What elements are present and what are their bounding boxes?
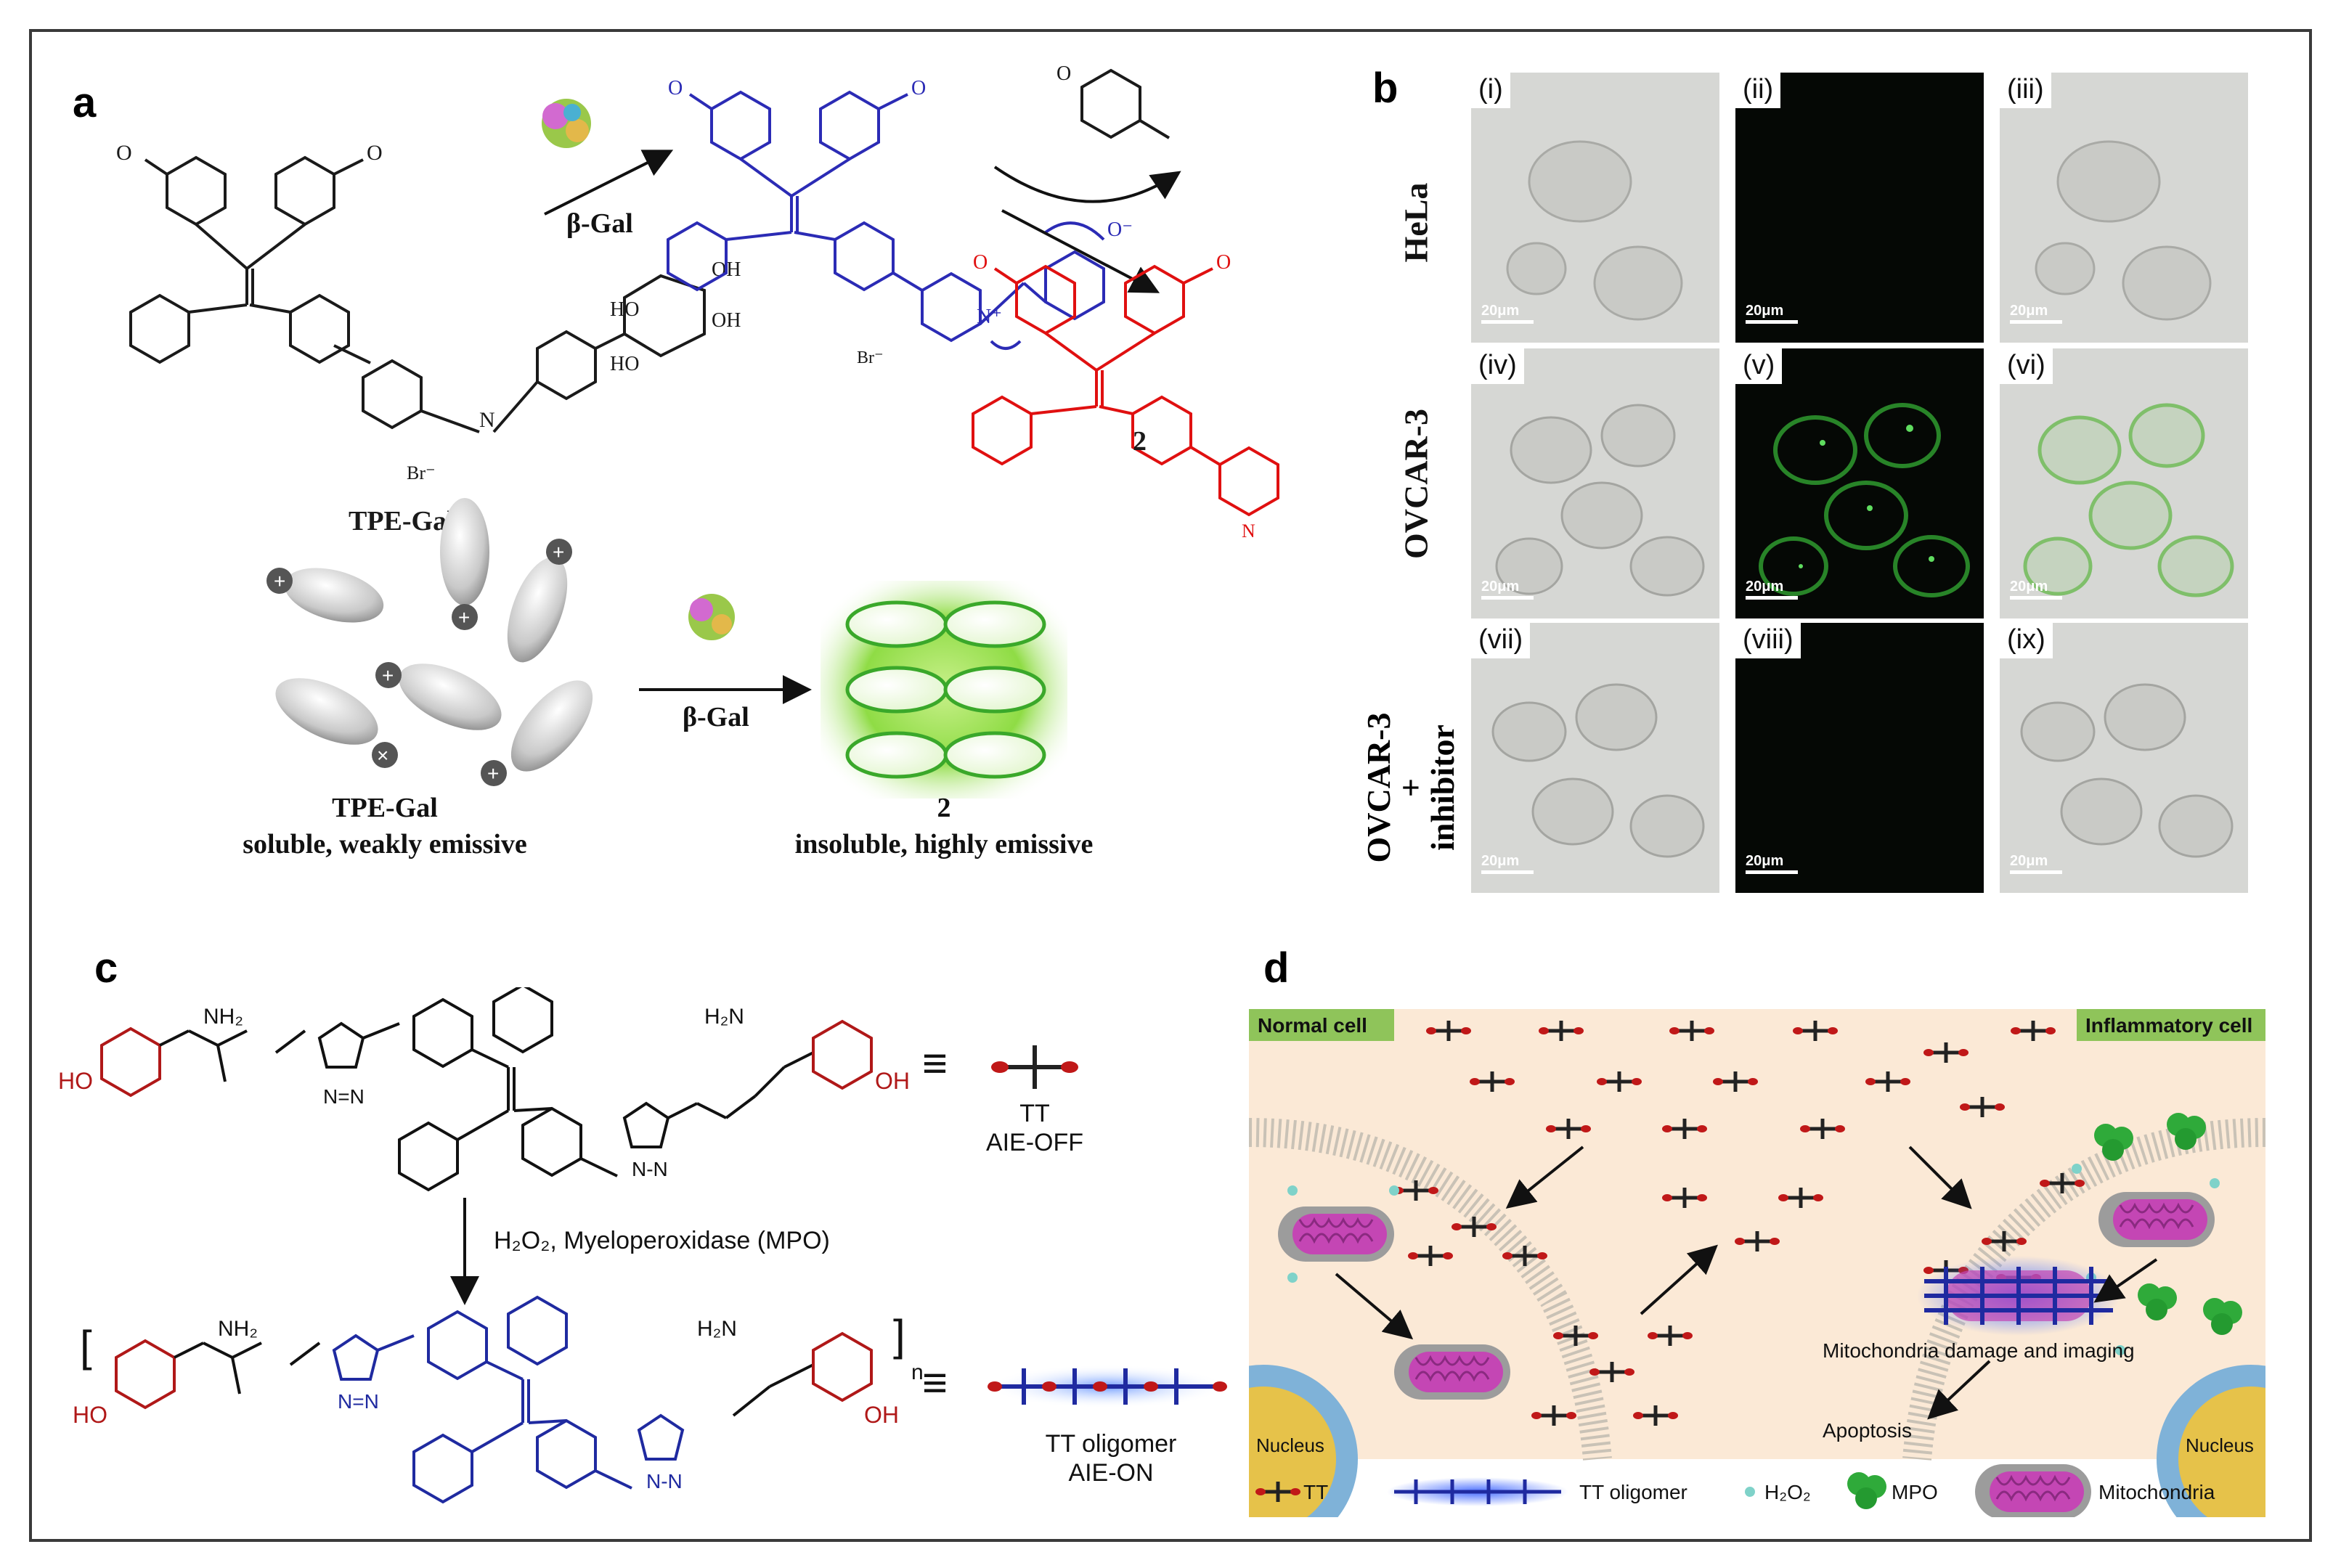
svg-text:O: O: [1216, 251, 1231, 274]
tpe-gal-structure: [129, 155, 706, 433]
intermediate-structure: [667, 90, 1105, 350]
svg-text:O: O: [911, 77, 926, 99]
svg-text:N-N: N-N: [632, 1158, 668, 1180]
product-2-structure: [972, 264, 1279, 517]
svg-text:O: O: [1056, 62, 1071, 85]
svg-text:β-Gal: β-Gal: [683, 702, 749, 732]
apoptosis-label: Apoptosis: [1823, 1419, 1912, 1442]
svg-text:N⁺: N⁺: [977, 306, 1002, 328]
svg-text:HO: HO: [58, 1068, 93, 1094]
svg-text:+: +: [487, 762, 499, 785]
row-label-hela: HeLa: [1397, 182, 1435, 263]
svg-text:Nucleus: Nucleus: [2186, 1434, 2254, 1456]
panel-a-scheme: O O N HO OH OH HO Br⁻ TPE-Gal β-Gal O O: [116, 62, 1279, 859]
enzyme-icon-2: [688, 594, 735, 640]
svg-text:]: ]: [893, 1311, 905, 1360]
svg-text:[: [: [80, 1322, 92, 1371]
svg-text:O: O: [367, 141, 383, 165]
svg-text:Nucleus: Nucleus: [1256, 1434, 1324, 1456]
inflammatory-cell-label: Inflammatory cell: [2085, 1014, 2252, 1037]
svg-text:O: O: [973, 251, 988, 274]
micrograph-viii: (viii) 20μm: [1735, 623, 1984, 893]
tt-monomer-symbol: [991, 1045, 1078, 1089]
svg-text:O: O: [668, 77, 683, 99]
micrograph-vi: (vi) 20μm: [2000, 348, 2248, 618]
svg-text:N: N: [1242, 520, 1255, 542]
svg-text:H₂N: H₂N: [697, 1317, 737, 1341]
svg-text:≡: ≡: [922, 1358, 948, 1407]
panel-d-schematic: Normal cell Inflammatory cell Mitochondr: [1249, 1009, 2265, 1517]
svg-text:HO: HO: [610, 353, 639, 375]
normal-cell-label: Normal cell: [1258, 1014, 1367, 1037]
soluble-molecules: + + + × + +: [266, 498, 593, 786]
svg-text:O⁻: O⁻: [1107, 219, 1133, 241]
svg-text:+: +: [382, 664, 394, 687]
svg-text:H₂N: H₂N: [704, 1005, 744, 1029]
svg-text:N-N: N-N: [646, 1470, 683, 1493]
svg-text:OH: OH: [712, 309, 741, 332]
tpe-gal-label: TPE-Gal: [349, 506, 455, 536]
micrograph-ii: (ii) 20μm: [1735, 73, 1984, 343]
svg-text:N=N: N=N: [338, 1390, 379, 1413]
svg-text:N: N: [479, 408, 495, 432]
svg-text:NH₂: NH₂: [203, 1005, 243, 1029]
panel-d-legend: TT TT oligomer H₂O₂ MPO Mitochondria: [1255, 1463, 2215, 1517]
svg-text:2: 2: [937, 793, 951, 823]
micrograph-iv: (iv) 20μm: [1471, 348, 1719, 618]
svg-text:+: +: [553, 541, 564, 563]
quinone-methide: [1080, 68, 1170, 139]
micrograph-ix: (ix) 20μm: [2000, 623, 2248, 893]
svg-text:TPE-Gal: TPE-Gal: [332, 793, 438, 823]
svg-text:OH: OH: [875, 1068, 910, 1094]
svg-text:TT oligomer: TT oligomer: [1046, 1430, 1177, 1458]
product-2-label: 2: [1133, 426, 1147, 457]
svg-text:×: ×: [377, 744, 388, 767]
row-label-ovcar3: OVCAR-3: [1397, 409, 1435, 559]
micrograph-v: (v) 20μm: [1735, 348, 1984, 618]
micrograph-iii: (iii) 20μm: [2000, 73, 2248, 343]
svg-text:+: +: [274, 570, 285, 592]
mito-damage-label: Mitochondria damage and imaging: [1823, 1339, 2135, 1362]
figure-frame: [29, 29, 2312, 1542]
panel-c-letter: c: [94, 944, 118, 992]
svg-text:HO: HO: [73, 1402, 107, 1428]
row-label-ovcar3-inhibitor: OVCAR-3 + inhibitor: [1360, 712, 1461, 863]
panel-d-letter: d: [1263, 944, 1290, 992]
svg-text:H₂O₂, Myeloperoxidase (MPO): H₂O₂, Myeloperoxidase (MPO): [494, 1227, 830, 1254]
enzyme-icon-1: [542, 99, 591, 148]
tt-oligomer-symbol: [988, 1365, 1227, 1408]
svg-text:AIE-ON: AIE-ON: [1068, 1459, 1153, 1487]
svg-text:NH₂: NH₂: [218, 1317, 258, 1341]
svg-text:Br⁻: Br⁻: [407, 462, 436, 483]
svg-text:insoluble, highly emissive: insoluble, highly emissive: [795, 829, 1094, 859]
svg-text:+: +: [458, 606, 470, 629]
svg-text:N=N: N=N: [323, 1085, 365, 1108]
svg-text:O: O: [116, 141, 132, 165]
panel-c-scheme: HO OH NH₂ H₂N N=N N-N ≡ TT AIE-OFF H₂O₂,…: [58, 987, 1227, 1504]
panel-a-letter: a: [73, 79, 97, 126]
svg-text:β-Gal: β-Gal: [566, 208, 633, 239]
svg-text:MPO: MPO: [1892, 1481, 1938, 1503]
panel-b-letter: b: [1372, 65, 1399, 112]
svg-text:TT oligomer: TT oligomer: [1579, 1481, 1687, 1503]
svg-text:soluble, weakly emissive: soluble, weakly emissive: [243, 829, 527, 859]
svg-text:AIE-OFF: AIE-OFF: [986, 1129, 1083, 1156]
damaged-mitochondrion: [1917, 1256, 2120, 1336]
svg-text:≡: ≡: [922, 1039, 948, 1087]
micrograph-vii: (vii) 20μm: [1471, 623, 1719, 893]
svg-text:OH: OH: [864, 1402, 899, 1428]
svg-text:TT: TT: [1019, 1100, 1050, 1127]
svg-text:H₂O₂: H₂O₂: [1764, 1481, 1811, 1503]
svg-text:Mitochondria: Mitochondria: [2098, 1481, 2215, 1503]
svg-text:TT: TT: [1303, 1481, 1328, 1503]
svg-text:Br⁻: Br⁻: [857, 348, 884, 367]
micrograph-i: (i) 20μm: [1471, 73, 1719, 343]
svg-text:HO: HO: [610, 298, 639, 321]
svg-text:n: n: [911, 1360, 924, 1384]
